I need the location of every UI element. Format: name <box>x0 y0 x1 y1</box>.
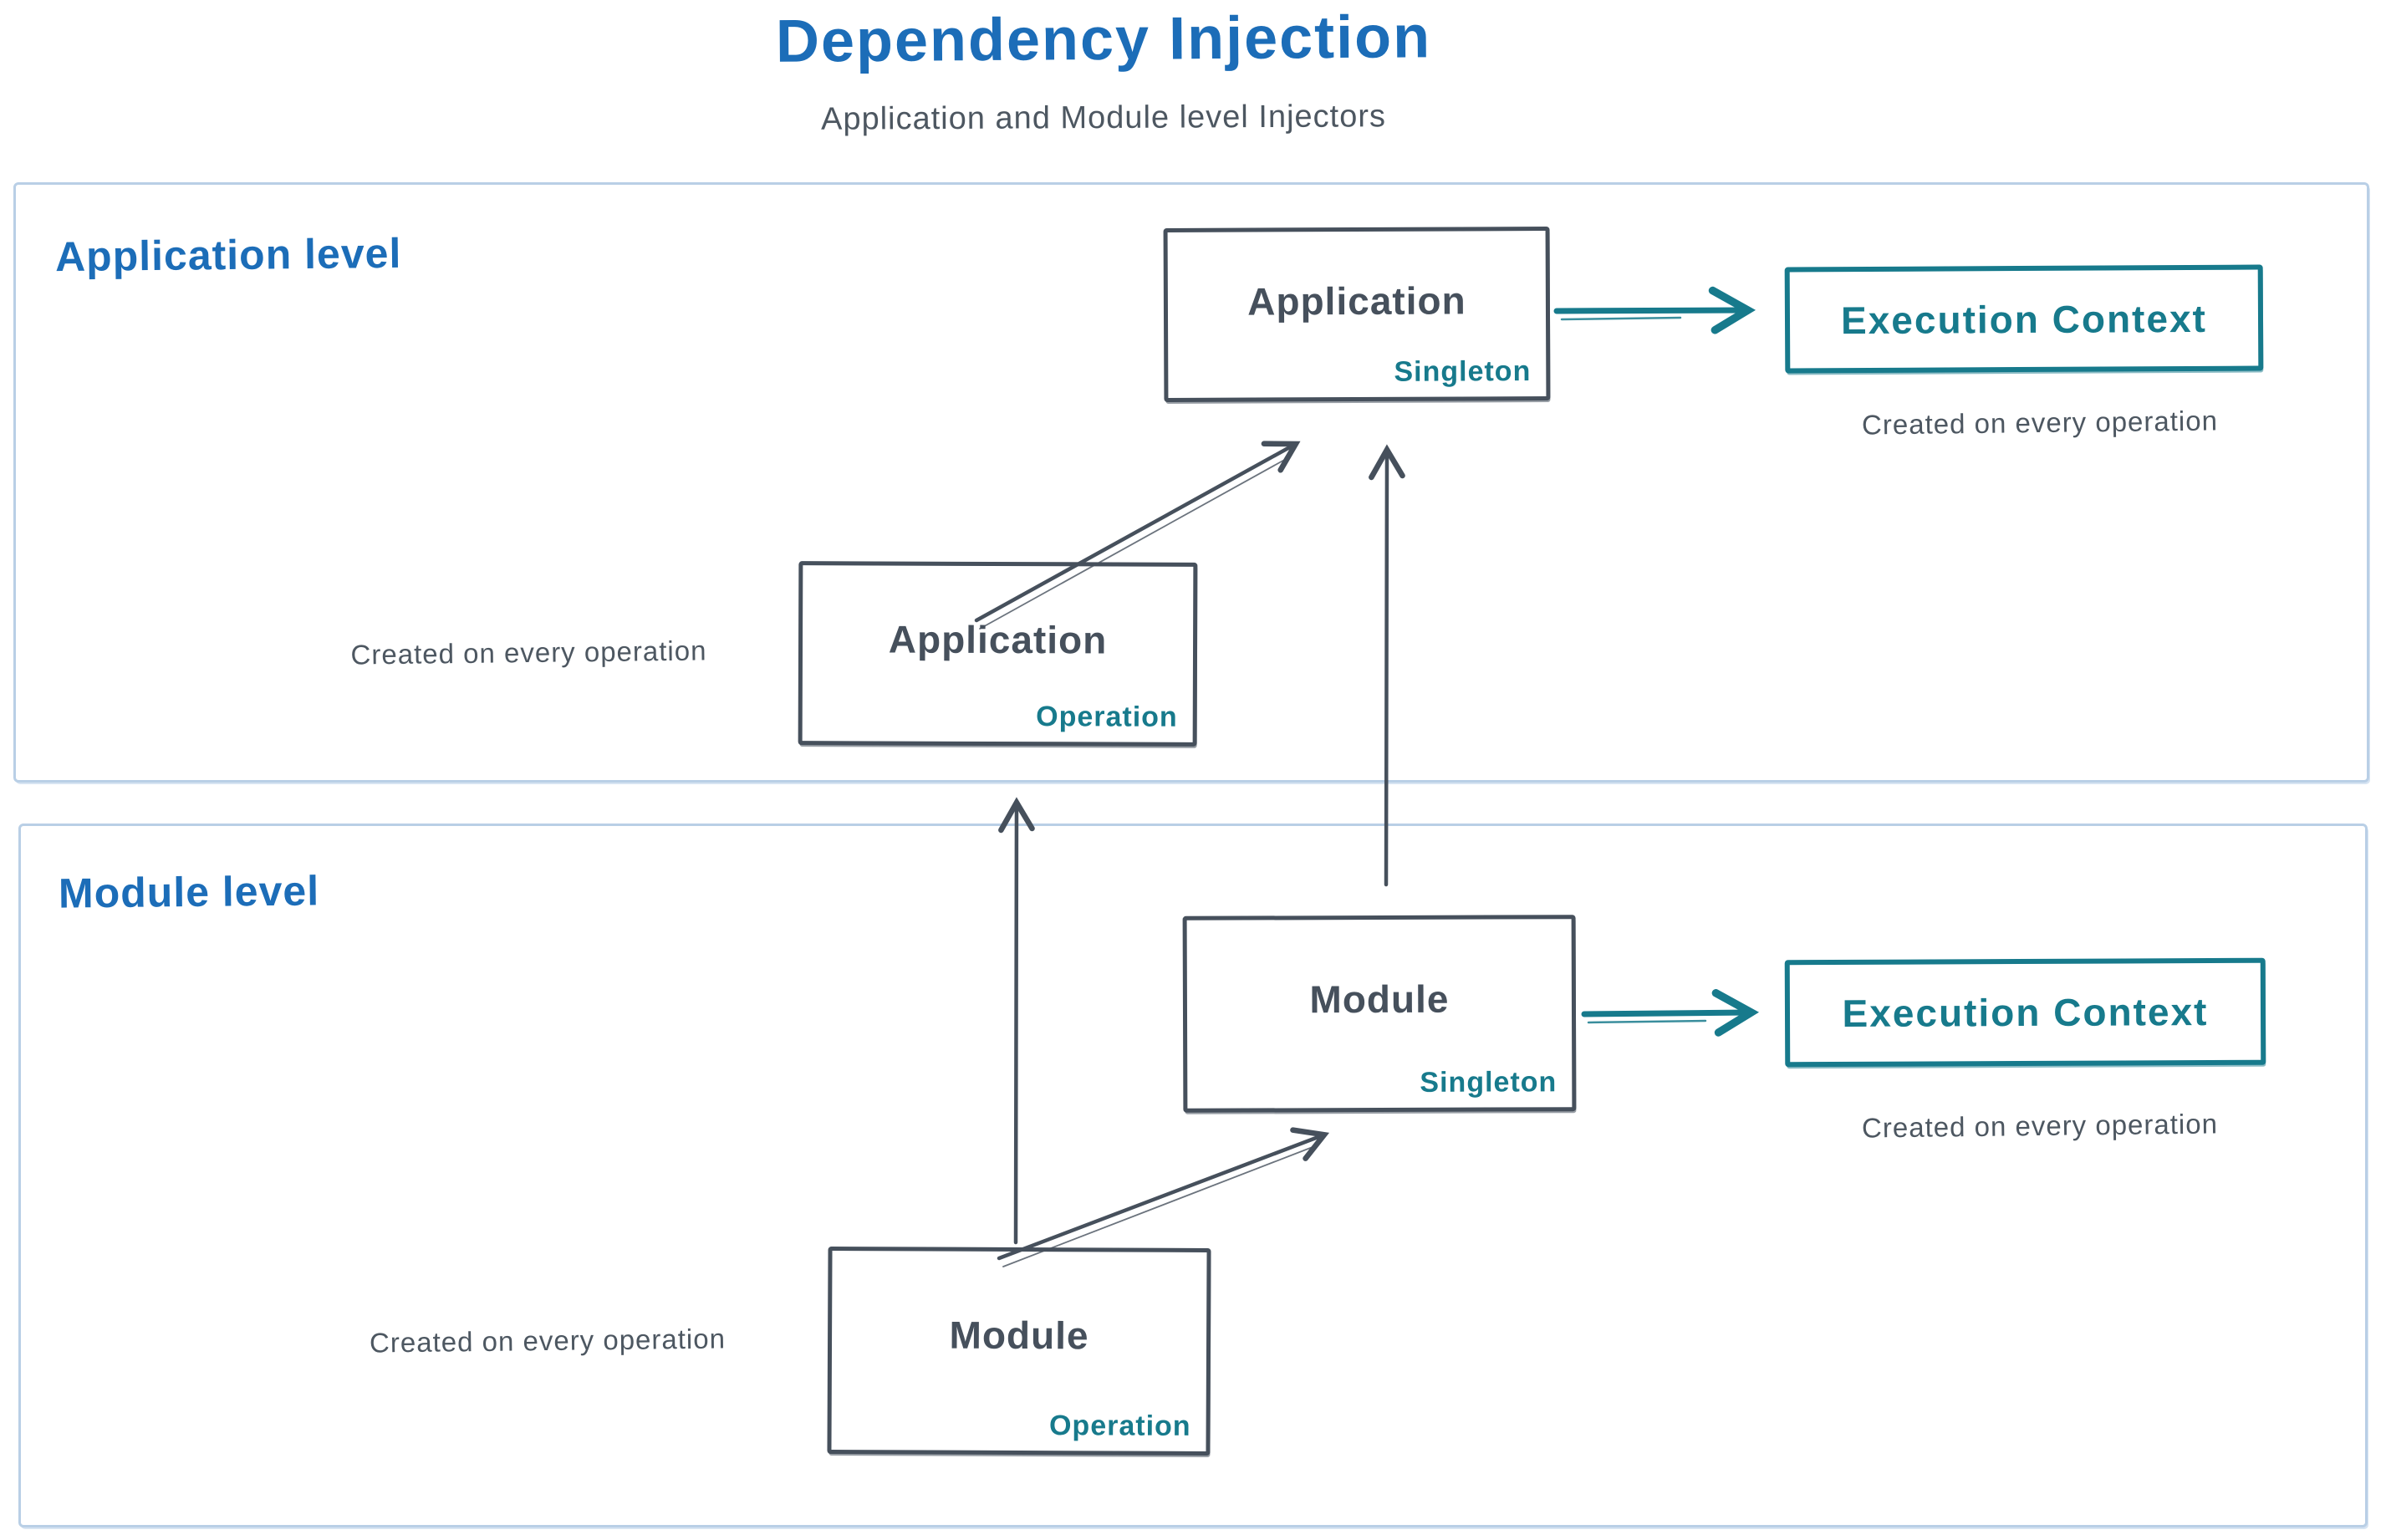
module-singleton-box: Module Singleton <box>1182 915 1577 1113</box>
module-execution-context-box: Execution Context <box>1784 957 2266 1068</box>
application-operation-box: Application Operation <box>798 561 1198 747</box>
application-execution-context-label: Execution Context <box>1840 296 2208 342</box>
module-execution-context-label: Execution Context <box>1842 990 2209 1035</box>
application-execution-context-caption: Created on every operation <box>1861 405 2219 441</box>
application-execution-context-box: Execution Context <box>1784 264 2264 374</box>
application-operation-title: Application <box>888 617 1108 662</box>
module-singleton-badge: Singleton <box>1420 1066 1558 1099</box>
module-execution-context-caption: Created on every operation <box>1861 1108 2219 1144</box>
application-operation-caption: Created on every operation <box>350 635 707 671</box>
module-singleton-title: Module <box>1309 977 1450 1021</box>
diagram-subtitle: Application and Module level Injectors <box>820 99 1387 137</box>
module-operation-title: Module <box>949 1313 1089 1358</box>
module-operation-box: Module Operation <box>827 1247 1211 1456</box>
module-operation-badge: Operation <box>1048 1410 1191 1442</box>
application-operation-badge: Operation <box>1036 701 1178 733</box>
application-singleton-title: Application <box>1247 278 1466 324</box>
diagram-title: Dependency Injection <box>775 3 1432 75</box>
application-singleton-badge: Singleton <box>1394 355 1532 388</box>
module-operation-caption: Created on every operation <box>369 1323 727 1359</box>
application-level-label: Application level <box>54 229 402 281</box>
application-singleton-box: Application Singleton <box>1163 226 1551 403</box>
module-level-label: Module level <box>58 867 320 917</box>
